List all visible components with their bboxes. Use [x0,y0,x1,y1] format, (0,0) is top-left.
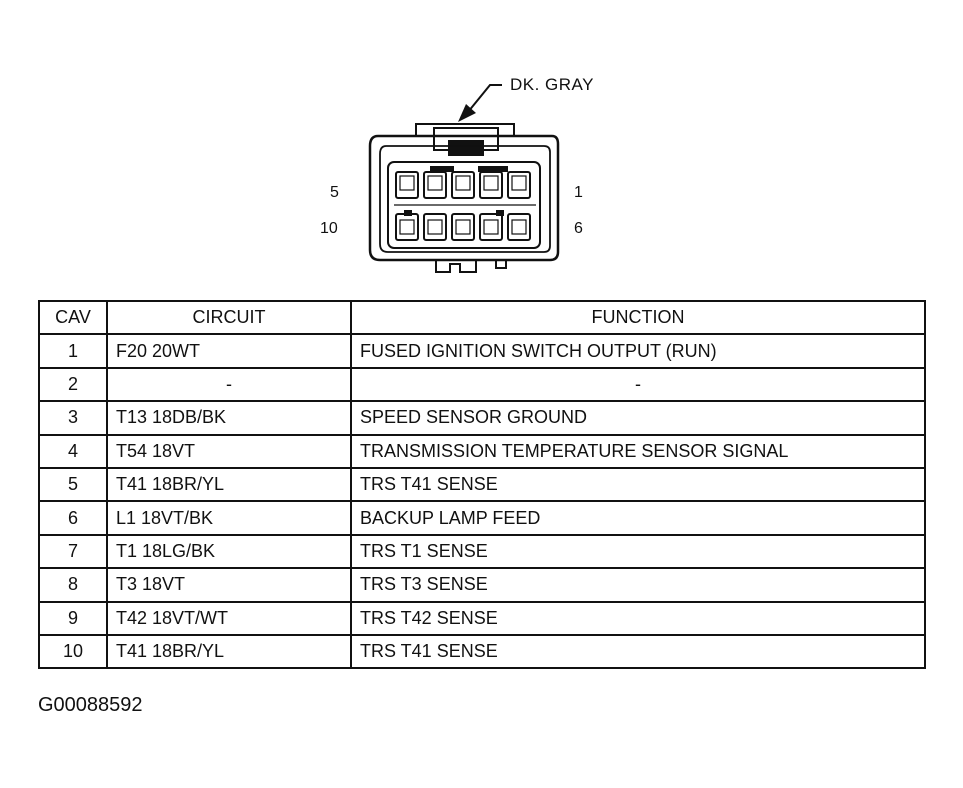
header-cav: CAV [38,299,108,336]
cavity-8-terminal [455,219,471,235]
cavity-5-terminal [399,175,415,191]
cell-function: TRS T42 SENSE [350,600,926,636]
pin-label-6: 6 [574,220,583,237]
cell-circuit: - [106,366,352,403]
figure-id: G00088592 [38,694,143,716]
cavity-3 [451,171,475,199]
connector-cavity-frame [387,161,541,249]
cavity-6-terminal [511,219,527,235]
cell-cav: 4 [38,433,108,469]
cell-cav: 9 [38,600,108,636]
cell-circuit: T1 18LG/BK [106,533,352,570]
cell-circuit: T41 18BR/YL [106,633,352,670]
table-header-row: CAV CIRCUIT FUNCTION [38,299,926,336]
cavity-8 [451,213,475,241]
cell-function: - [350,366,926,403]
cavity-1 [507,171,531,199]
cell-cav: 5 [38,466,108,503]
cell-function: SPEED SENSOR GROUND [350,400,926,436]
cell-circuit: L1 18VT/BK [106,500,352,536]
connector-latch-window [448,140,484,156]
connector-bottom-foot-right [495,260,507,269]
cavity-1-terminal [511,175,527,191]
cell-cav: 10 [38,633,108,670]
cavity-2-terminal [483,175,499,191]
cavity-5 [395,171,419,199]
cavity-9 [423,213,447,241]
connector-lock-tab [415,123,515,136]
cell-function: TRS T41 SENSE [350,466,926,503]
connector-face-drawing: DK. GRAY [320,75,594,273]
cell-cav: 1 [38,333,108,369]
pin-label-5: 5 [330,184,339,201]
cell-function: TRS T3 SENSE [350,567,926,603]
table-row: 1 F20 20WT FUSED IGNITION SWITCH OUTPUT … [38,333,926,369]
pin-label-10: 10 [320,220,338,237]
bottom-row-key [404,210,412,216]
table-row: 3 T13 18DB/BK SPEED SENSOR GROUND [38,400,926,436]
table-row: 2 - - [38,366,926,403]
cell-circuit: T3 18VT [106,567,352,603]
connector-housing-inner [379,145,551,253]
cell-function: TRS T41 SENSE [350,633,926,670]
top-row-key [430,166,454,172]
table-row: 6 L1 18VT/BK BACKUP LAMP FEED [38,500,926,536]
cell-circuit: T41 18BR/YL [106,466,352,503]
cell-function: TRS T1 SENSE [350,533,926,570]
table-row: 7 T1 18LG/BK TRS T1 SENSE [38,533,926,570]
top-row-key-2 [478,166,508,172]
cell-cav: 7 [38,533,108,570]
color-callout-label: DK. GRAY [510,75,594,94]
connector-housing-outer [368,134,560,262]
table-row: 8 T3 18VT TRS T3 SENSE [38,567,926,603]
connector-top-row [395,166,531,199]
table-row: 4 T54 18VT TRANSMISSION TEMPERATURE SENS… [38,433,926,469]
callout-leader-line [467,84,502,113]
cavity-10 [395,213,419,241]
connector-bottom-feet [435,260,477,273]
cell-function: FUSED IGNITION SWITCH OUTPUT (RUN) [350,333,926,369]
table-row: 5 T41 18BR/YL TRS T41 SENSE [38,466,926,503]
cell-circuit: T42 18VT/WT [106,600,352,636]
cavity-7 [479,213,503,241]
cell-circuit: F20 20WT [106,333,352,369]
table-row: 9 T42 18VT/WT TRS T42 SENSE [38,600,926,636]
header-function: FUNCTION [350,299,926,336]
pin-label-1: 1 [574,184,583,201]
cell-circuit: T54 18VT [106,433,352,469]
cell-function: TRANSMISSION TEMPERATURE SENSOR SIGNAL [350,433,926,469]
cell-circuit: T13 18DB/BK [106,400,352,436]
cavity-3-terminal [455,175,471,191]
cell-function: BACKUP LAMP FEED [350,500,926,536]
connector-diagram: DK. GRAY [300,60,660,290]
cell-cav: 3 [38,400,108,436]
cavity-9-terminal [427,219,443,235]
cell-cav: 2 [38,366,108,403]
callout-arrowhead [458,104,476,122]
cell-cav: 6 [38,500,108,536]
cavity-7-terminal [483,219,499,235]
cavity-10-terminal [399,219,415,235]
cell-cav: 8 [38,567,108,603]
bottom-row-key-2 [496,210,504,216]
header-circuit: CIRCUIT [106,299,352,336]
table-row: 10 T41 18BR/YL TRS T41 SENSE [38,633,926,670]
connector-bottom-row [395,210,531,241]
cavity-6 [507,213,531,241]
pinout-table: CAV CIRCUIT FUNCTION 1 F20 20WT FUSED IG… [38,299,926,670]
cavity-4-terminal [427,175,443,191]
